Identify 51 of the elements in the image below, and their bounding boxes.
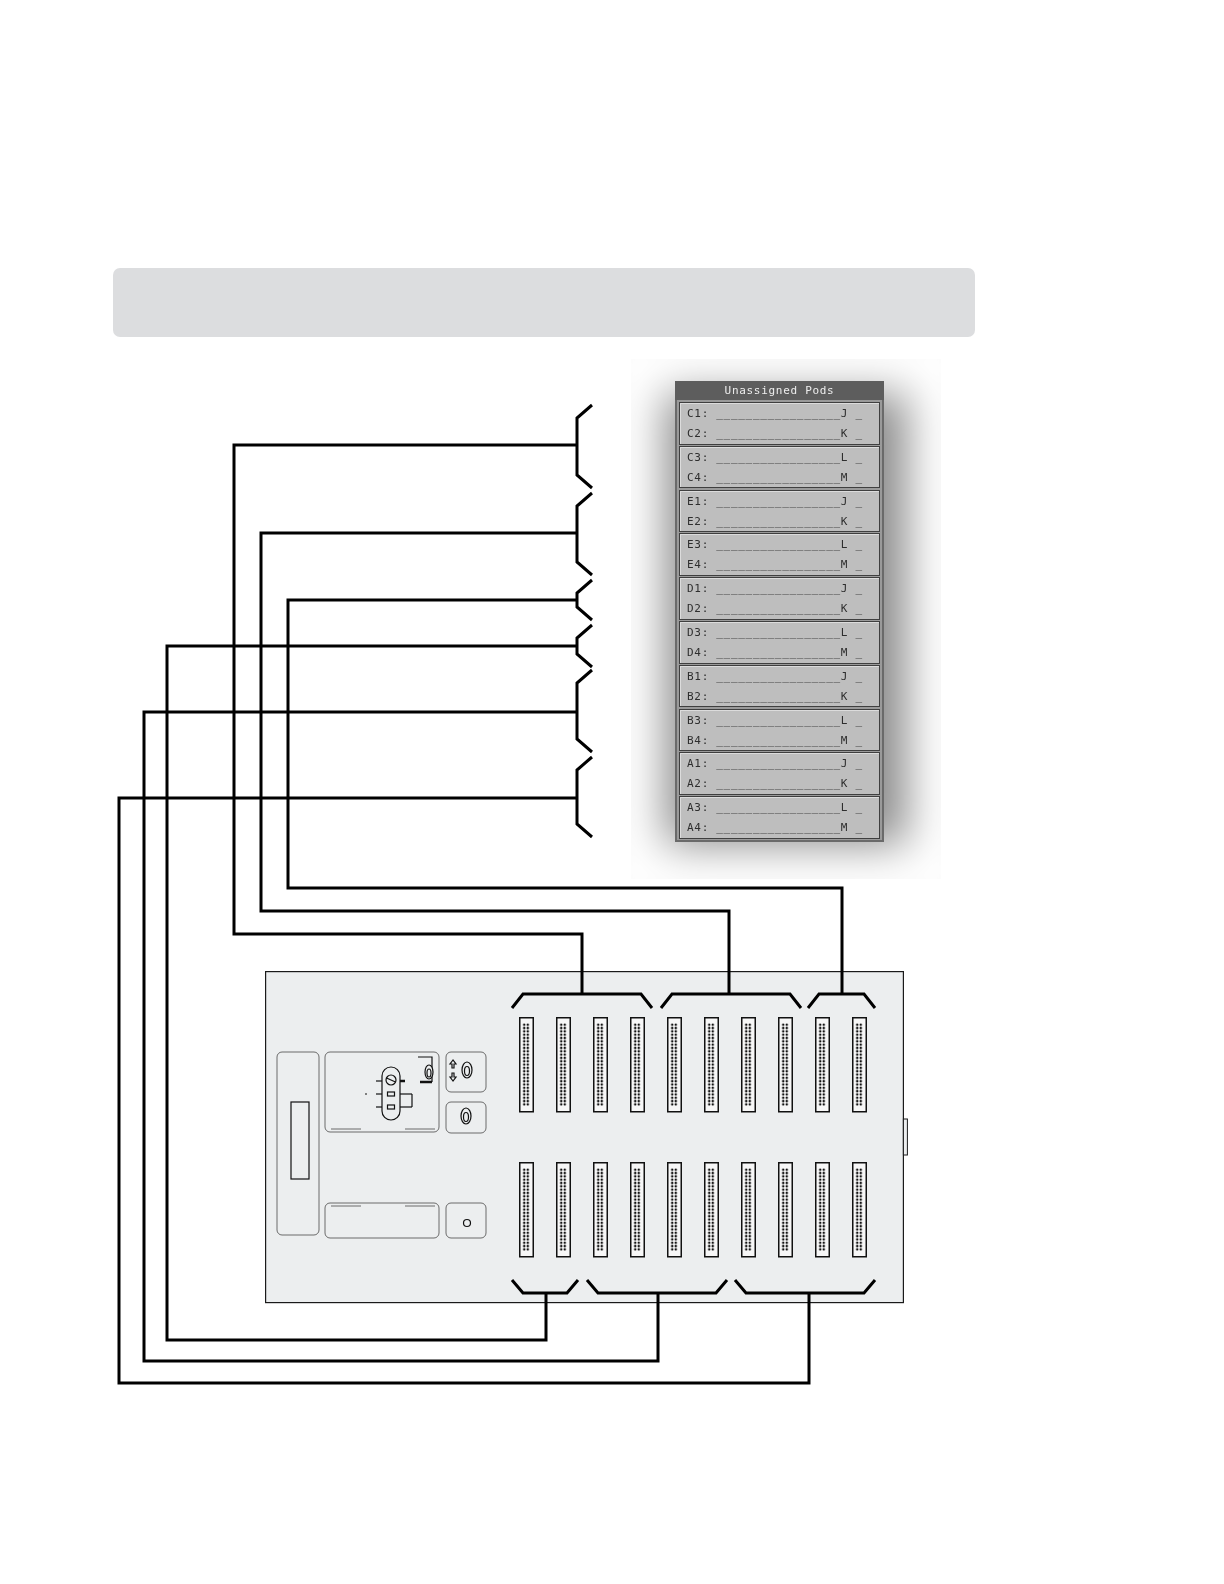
- connection-line: [286, 598, 844, 994]
- connection-line: [165, 644, 576, 1342]
- bracket: [574, 578, 594, 622]
- pod-row: C3: _________________L _: [687, 449, 863, 466]
- pod-group: [679, 489, 880, 533]
- pod-row: A3: _________________L _: [687, 800, 863, 817]
- pod-row: C2: _________________K _: [687, 426, 863, 442]
- connector-group: [659, 992, 803, 1114]
- pod-row: E3: _________________L _: [687, 537, 863, 554]
- pod-row: E2: _________________K _: [687, 513, 863, 530]
- pod-group: [679, 402, 880, 445]
- pod-row: B4: _________________M _: [687, 732, 863, 749]
- bracket: [574, 623, 594, 669]
- pod-group: [679, 577, 880, 620]
- pod-group: [679, 796, 880, 839]
- pod-group: [679, 708, 880, 752]
- connector-group: [510, 1160, 580, 1296]
- panel-title: Unassigned Pods: [675, 381, 884, 400]
- pod-group: [679, 533, 880, 576]
- pod-row: D1: _________________J _: [687, 581, 863, 598]
- bracket: [574, 668, 594, 754]
- connector-group: [733, 1160, 877, 1296]
- pod-row: B1: _________________J _: [687, 668, 863, 685]
- pod-row: C4: _________________M _: [687, 469, 863, 486]
- connector-group: [510, 992, 654, 1114]
- bracket: [574, 755, 594, 839]
- pod-row: B3: _________________L _: [687, 712, 863, 729]
- pod-row: A2: _________________K _: [687, 776, 863, 793]
- pod-row: D3: _________________L _: [687, 625, 863, 641]
- connection-line: [259, 531, 731, 994]
- connection-line: [142, 710, 660, 1363]
- connection-line: [232, 443, 584, 994]
- pods-panel: [675, 381, 884, 842]
- pod-row: B2: _________________K _: [687, 688, 863, 705]
- bracket: [574, 403, 594, 490]
- connection-line: [117, 796, 811, 1385]
- pod-group: [679, 664, 880, 708]
- instrument-drawing: [265, 971, 908, 1304]
- pod-row: A1: _________________J _: [687, 756, 863, 773]
- pod-row: D2: _________________K _: [687, 601, 863, 618]
- pod-row: A4: _________________M _: [687, 820, 863, 837]
- pod-row: C1: _________________J _: [687, 406, 863, 422]
- connector-group: [806, 992, 877, 1114]
- pod-group: [679, 621, 880, 664]
- pod-group: [679, 752, 880, 795]
- pod-group: [679, 445, 880, 489]
- pod-row: D4: _________________M _: [687, 645, 863, 661]
- pod-row: E4: _________________M _: [687, 557, 863, 574]
- connector-group: [585, 1160, 729, 1296]
- pod-row: E1: _________________J _: [687, 493, 863, 510]
- bracket: [574, 491, 594, 577]
